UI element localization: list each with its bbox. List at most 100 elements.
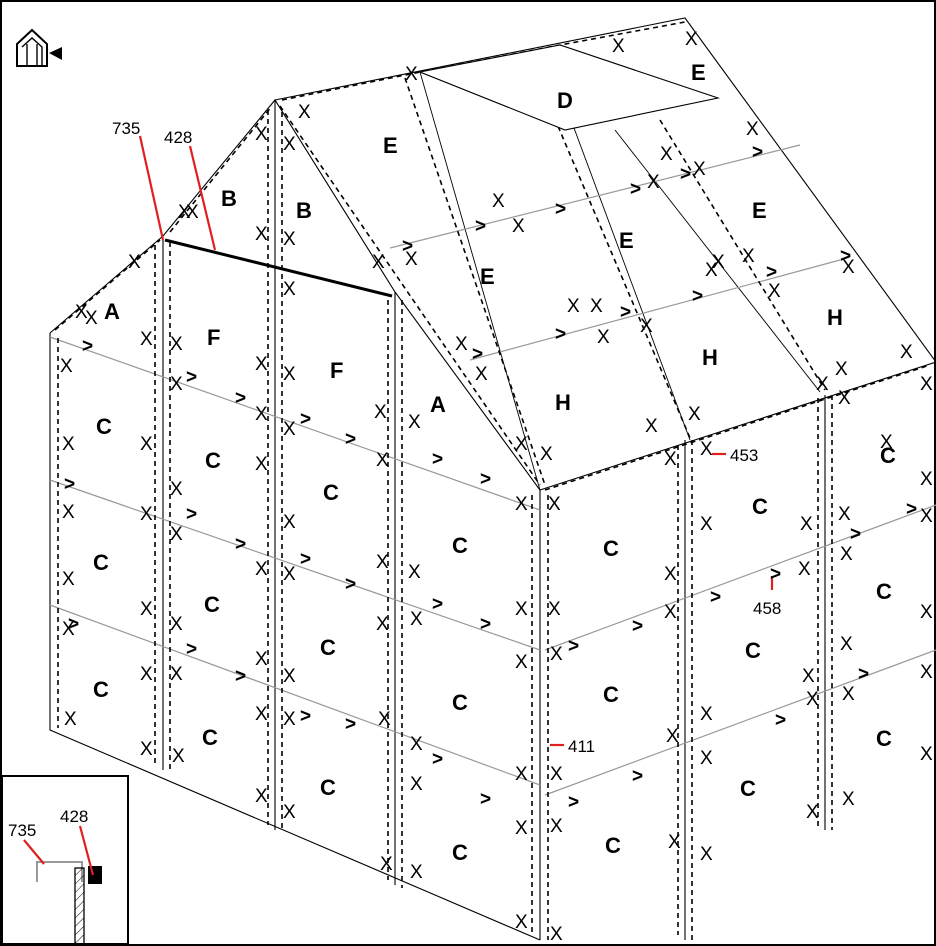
clip-mark: X xyxy=(376,552,389,573)
clip-mark: X xyxy=(376,450,389,471)
clip-mark: X xyxy=(612,36,625,57)
rail-arrow: > xyxy=(630,179,641,200)
panel-label: B xyxy=(221,186,237,211)
clip-mark: X xyxy=(62,569,75,590)
rail-arrow: > xyxy=(775,710,786,731)
clip-mark: X xyxy=(920,469,933,490)
clip-mark: X xyxy=(170,334,183,355)
clip-mark: X xyxy=(548,599,561,620)
rail-arrow: > xyxy=(752,142,763,163)
clip-mark: X xyxy=(455,334,468,355)
panel-label: C xyxy=(452,690,468,715)
inset-leader-735 xyxy=(23,839,45,865)
clip-mark: X xyxy=(842,684,855,705)
clip-mark: X xyxy=(283,564,296,585)
clip-mark: X xyxy=(140,329,153,350)
clip-mark: X xyxy=(548,494,561,515)
clip-mark: X xyxy=(62,502,75,523)
clip-mark: X xyxy=(597,327,610,348)
clip-mark: X xyxy=(515,652,528,673)
clip-mark: X xyxy=(255,404,268,425)
clip-mark: X xyxy=(550,924,563,945)
panel-label: C xyxy=(323,480,339,505)
clip-mark: X xyxy=(515,764,528,785)
rail-arrow: > xyxy=(300,549,311,570)
rail-arrow: > xyxy=(850,524,861,545)
clip-mark: X xyxy=(140,739,153,760)
clip-mark: X xyxy=(700,704,713,725)
rail-arrow: > xyxy=(186,504,197,525)
rail-arrow: > xyxy=(480,789,491,810)
clip-mark: X xyxy=(768,281,781,302)
clip-mark: X xyxy=(515,599,528,620)
panel-label: C xyxy=(320,635,336,660)
clip-mark: X xyxy=(64,709,77,730)
rail-arrow: > xyxy=(480,614,491,635)
rail-arrow: > xyxy=(402,236,413,257)
clip-mark: X xyxy=(283,512,296,533)
clip-mark: X xyxy=(62,434,75,455)
clip-mark: X xyxy=(128,252,141,273)
clip-mark: X xyxy=(590,296,603,317)
inset-glazing-section xyxy=(74,867,85,945)
panel-label: C xyxy=(320,775,336,800)
clip-mark: X xyxy=(283,666,296,687)
clip-mark: X xyxy=(515,912,528,933)
clip-mark: X xyxy=(408,412,421,433)
panel-label: E xyxy=(752,198,767,223)
clip-mark: X xyxy=(660,144,673,165)
inset-part-number-735: 735 xyxy=(8,821,36,840)
clip-mark: X xyxy=(378,709,391,730)
part-number-428: 428 xyxy=(164,128,192,147)
panel-label: E xyxy=(691,60,706,85)
clip-mark: X xyxy=(838,504,851,525)
clip-mark: X xyxy=(170,374,183,395)
panel-label: A xyxy=(430,392,446,417)
clip-marks: XXXXXXXXXXXXXXXXXXXXXXXXXXXXXXXXXXXXXXXX… xyxy=(60,29,933,945)
clip-mark: X xyxy=(800,514,813,535)
clip-mark: X xyxy=(920,744,933,765)
rail-arrow: > xyxy=(345,429,356,450)
clip-mark: X xyxy=(880,432,893,453)
rail-arrow: > xyxy=(345,574,356,595)
clip-mark: X xyxy=(816,374,829,395)
panel-label: C xyxy=(740,776,756,801)
clip-mark: X xyxy=(283,279,296,300)
clip-mark: X xyxy=(712,252,725,273)
greenhouse-front-view-icon xyxy=(16,28,62,67)
part-number-458: 458 xyxy=(753,599,781,618)
part-numbers: 735 428 453 458 411 xyxy=(112,119,781,756)
clip-mark: X xyxy=(255,454,268,475)
clip-mark: X xyxy=(920,602,933,623)
rail-arrow: > xyxy=(472,344,483,365)
clip-mark: X xyxy=(806,802,819,823)
panel-label: C xyxy=(202,725,218,750)
clip-mark: X xyxy=(700,748,713,769)
rail-arrow: > xyxy=(840,246,851,267)
clip-mark: X xyxy=(140,664,153,685)
clip-mark: X xyxy=(170,614,183,635)
rail-arrow: > xyxy=(555,324,566,345)
inset-frame xyxy=(1,775,129,945)
clip-mark: X xyxy=(685,29,698,50)
clip-mark: X xyxy=(842,257,855,278)
clip-mark: X xyxy=(380,854,393,875)
clip-mark: X xyxy=(140,434,153,455)
clip-mark: X xyxy=(705,260,718,281)
panel-label: C xyxy=(876,579,892,604)
panel-label: E xyxy=(383,133,398,158)
rail-arrow: > xyxy=(555,199,566,220)
rail-arrow: > xyxy=(432,749,443,770)
rail-arrow: > xyxy=(770,564,781,585)
clip-mark: X xyxy=(838,388,851,409)
clip-mark: X xyxy=(742,246,755,267)
clip-mark: X xyxy=(283,229,296,250)
clip-mark: X xyxy=(410,609,423,630)
clip-mark: X xyxy=(283,419,296,440)
panel-label: E xyxy=(480,264,495,289)
rail-arrow: > xyxy=(82,336,93,357)
inset-profile-428 xyxy=(88,866,102,884)
panel-label: C xyxy=(603,682,619,707)
panel-labels: E D E E E E H H H B B A A F F C C C C C … xyxy=(93,60,896,865)
